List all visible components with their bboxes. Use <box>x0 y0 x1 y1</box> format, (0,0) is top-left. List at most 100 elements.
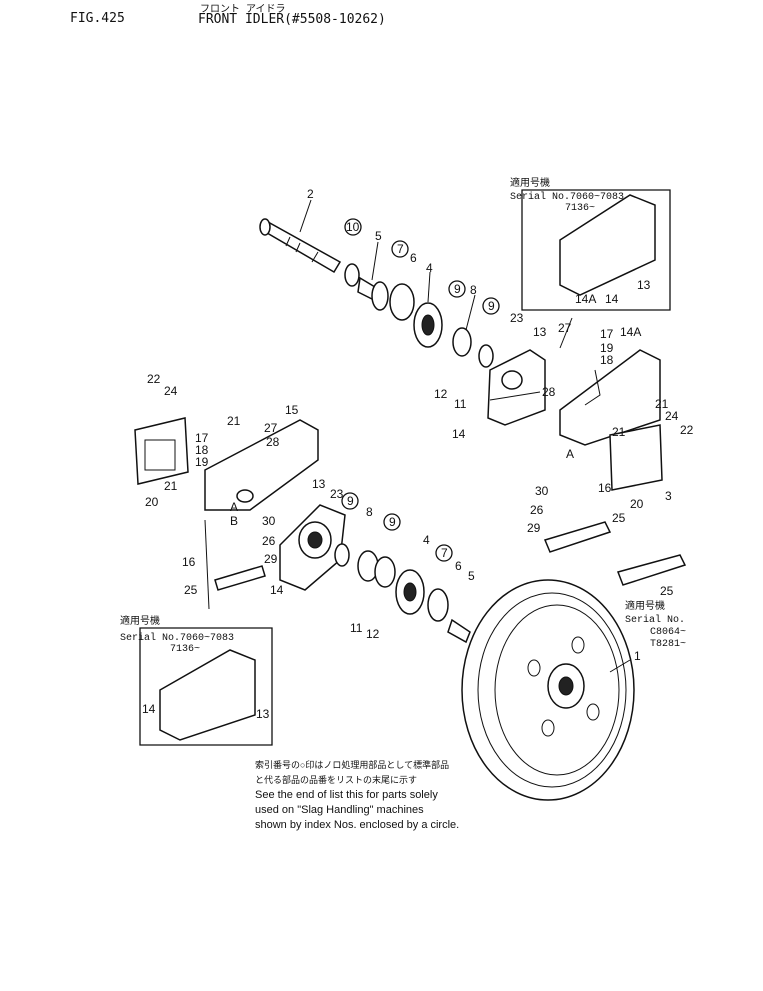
label-30: 29 <box>527 521 541 535</box>
upper-inset: 適用号機 Serial No.7060~7083 7136~ <box>510 176 671 311</box>
serial-lower-line1: Serial No.7060~7083 <box>120 632 234 644</box>
label-A-left: A <box>230 500 238 514</box>
label-14-inset-lower: 14 <box>142 702 156 716</box>
label-22b: 21 <box>612 425 626 439</box>
label-28-left: 27 <box>264 421 278 435</box>
label-2: 2 <box>307 187 314 201</box>
label-14: 14 <box>452 427 466 441</box>
label-26b: 25 <box>660 584 674 598</box>
label-A: A <box>566 447 574 461</box>
lower-inset: 適用号機 Serial No.7060~7083 7136~ <box>120 614 273 746</box>
footnote: 索引番号の○印はノロ処理用部品として標準部品 と代る部品の品番をリストの末尾に示… <box>255 758 459 833</box>
label-8: 8 <box>470 283 477 297</box>
label-22: 21 <box>655 397 669 411</box>
circled-9d: 9 <box>389 515 396 529</box>
leader-lines <box>204 199 631 673</box>
label-18: 17 <box>600 327 614 341</box>
label-31-left: 30 <box>262 514 276 528</box>
label-13-inset: 13 <box>637 278 651 292</box>
serial-lower-line2: 7136~ <box>170 644 200 655</box>
label-27: 26 <box>530 503 544 517</box>
label-18-left: 17 <box>195 431 209 445</box>
label-25: 24 <box>665 409 679 423</box>
label-3: 3 <box>665 489 672 503</box>
label-29: 28 <box>542 385 556 399</box>
serial-right-line2: C8064~ <box>650 627 686 638</box>
label-17: 16 <box>598 481 612 495</box>
label-29-left: 28 <box>266 435 280 449</box>
figure-number: FIG.425 <box>70 11 125 26</box>
label-20-left: 19 <box>195 455 209 469</box>
label-21: 20 <box>630 497 644 511</box>
label-23-left: 22 <box>147 372 161 386</box>
label-19-left: 18 <box>195 443 209 457</box>
label-1: 1 <box>634 649 641 663</box>
right-support-part <box>559 349 661 446</box>
circled-7: 7 <box>397 242 404 256</box>
circled-labels: 10 7 9 9 9 9 7 <box>341 218 500 562</box>
upper-bearing-stack <box>344 263 494 368</box>
label-17-left: 16 <box>182 555 196 569</box>
serial-upper-line2: 7136~ <box>565 203 595 214</box>
idler-wheel-part <box>461 579 635 801</box>
label-24-left: 23 <box>330 487 344 501</box>
left-support-part <box>204 419 319 511</box>
label-26: 25 <box>612 511 626 525</box>
label-28: 27 <box>558 321 572 335</box>
label-26-left: 25 <box>184 583 198 597</box>
label-13: 13 <box>533 325 547 339</box>
note-en-line3: shown by index Nos. enclosed by a circle… <box>255 819 460 831</box>
lower-bearing-stack <box>334 543 471 644</box>
label-B: B <box>230 514 238 528</box>
label-13-inset-lower: 13 <box>256 707 270 721</box>
serial-jp-upper: 適用号機 <box>510 176 550 190</box>
label-23: 22 <box>680 423 694 437</box>
label-20: 19 <box>600 341 614 355</box>
circled-10: 10 <box>346 220 360 234</box>
circled-7b: 7 <box>441 546 448 560</box>
label-25-left: 24 <box>164 384 178 398</box>
label-14-left: 14 <box>270 583 284 597</box>
serial-jp-right: 適用号機 <box>625 599 665 613</box>
label-31: 30 <box>535 484 549 498</box>
label-11: 11 <box>454 397 467 411</box>
note-en-line2: used on "Slag Handling" machines <box>255 804 424 816</box>
plate-parts <box>214 521 687 591</box>
serial-jp-lower: 適用号機 <box>120 614 160 628</box>
label-27-left: 26 <box>262 534 276 548</box>
label-30-left: 29 <box>264 552 278 566</box>
label-22-left: 21 <box>227 414 241 428</box>
label-21-left: 20 <box>145 495 159 509</box>
label-5-lower: 5 <box>468 569 475 583</box>
note-jp-line1: 索引番号の○印はノロ処理用部品として標準部品 <box>255 760 450 770</box>
label-6: 6 <box>410 251 417 265</box>
lower-bracket-part <box>279 504 346 591</box>
label-24: 23 <box>510 311 524 325</box>
circled-9b: 9 <box>488 299 495 313</box>
label-22-left-b: 21 <box>164 479 178 493</box>
label-16: 15 <box>285 403 299 417</box>
circled-9c: 9 <box>347 494 354 508</box>
label-5: 5 <box>375 229 382 243</box>
label-6-lower: 6 <box>455 559 462 573</box>
page-title: FRONT IDLER(#5508-10262) <box>198 12 386 27</box>
serial-right-line1: Serial No. <box>625 614 685 626</box>
label-19: 18 <box>600 353 614 367</box>
right-inset: 適用号機 Serial No. C8064~ T8281~ <box>625 599 686 650</box>
part-labels: 2 5 6 4 8 12 11 23 13 14 27 17 14A 19 18… <box>142 187 694 721</box>
label-13-left: 13 <box>312 477 326 491</box>
label-4: 4 <box>426 261 433 275</box>
label-11-lower: 11 <box>350 621 363 635</box>
right-guard-plate <box>609 424 663 491</box>
label-4-lower: 4 <box>423 533 430 547</box>
label-14-inset: 14 <box>605 292 619 306</box>
serial-upper-line1: Serial No.7060~7083 <box>510 191 624 203</box>
label-15: 14A <box>620 325 641 339</box>
label-8-lower: 8 <box>366 505 373 519</box>
label-12: 12 <box>434 387 448 401</box>
upper-housing-part <box>487 349 546 426</box>
note-en-line1: See the end of list this for parts solel… <box>255 789 438 801</box>
serial-right-line3: T8281~ <box>650 639 686 650</box>
